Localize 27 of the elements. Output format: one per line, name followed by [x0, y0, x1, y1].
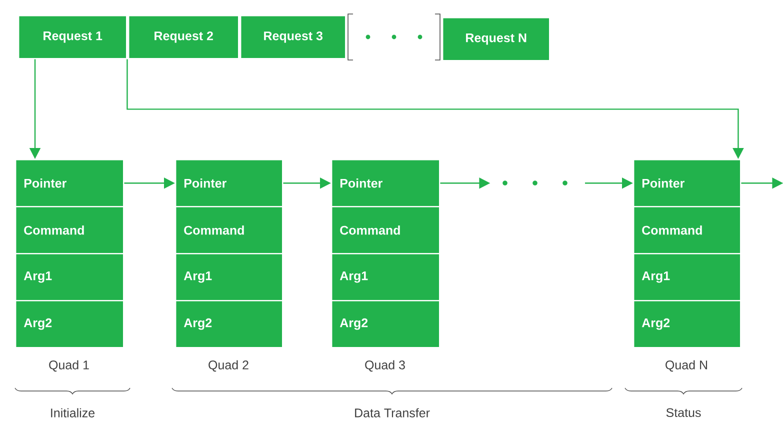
- quad-label: Quad 3: [365, 360, 405, 372]
- field-cell: Command: [633, 206, 742, 254]
- request-box: Request N: [442, 17, 550, 62]
- field-cell: Arg1: [633, 253, 742, 302]
- field-cell: Pointer: [15, 159, 124, 208]
- brace-label: Initialize: [51, 408, 95, 418]
- field-cell: Pointer: [331, 159, 440, 208]
- field-cell: Pointer: [633, 159, 742, 208]
- quad-label: Quad 1: [49, 360, 89, 372]
- field-cell: Arg1: [15, 253, 124, 302]
- field-cell: Command: [15, 206, 124, 254]
- field-cell: Arg2: [175, 300, 284, 348]
- field-cell: Arg2: [15, 300, 124, 348]
- field-cell: Arg2: [633, 300, 742, 348]
- field-cell: Command: [331, 206, 440, 254]
- field-cell: Arg2: [331, 300, 440, 348]
- brace-label: Data Transfer: [355, 408, 430, 418]
- request-box: Request 2: [128, 15, 240, 60]
- brace-label: Status: [666, 408, 701, 418]
- request-box: Request 3: [240, 15, 346, 60]
- quad-label: Quad 2: [208, 360, 248, 372]
- field-cell: Arg1: [331, 253, 440, 302]
- request-box: Request 1: [18, 15, 128, 60]
- field-cell: Command: [175, 206, 284, 254]
- quad-label: Quad N: [666, 360, 708, 372]
- field-cell: Arg1: [175, 253, 284, 302]
- field-cell: Pointer: [175, 159, 284, 208]
